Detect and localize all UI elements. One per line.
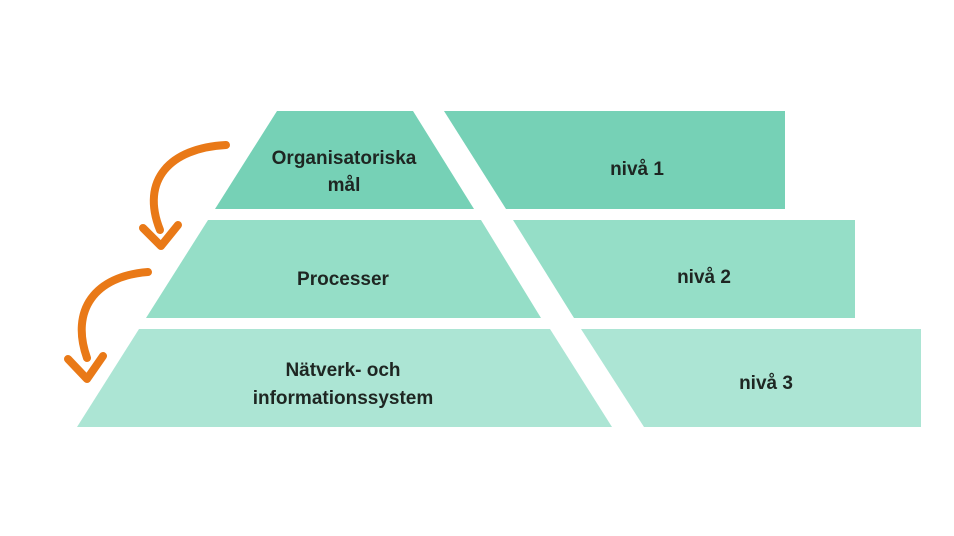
level-1: Organisatoriska mål nivå 1 bbox=[215, 111, 785, 209]
tier-1-label-line-1: Organisatoriska bbox=[272, 148, 417, 169]
level-band-2 bbox=[513, 220, 855, 318]
tier-3-label-line-1: Nätverk- och bbox=[285, 360, 400, 381]
curved-arrow-down-icon bbox=[64, 268, 152, 383]
level-band-3 bbox=[581, 329, 921, 427]
tier-1-label-line-2: mål bbox=[328, 175, 361, 196]
tier-2-label: Processer bbox=[297, 269, 390, 290]
pyramid-tier-1 bbox=[215, 111, 474, 209]
pyramid-tier-3 bbox=[77, 329, 612, 427]
pyramid-tier-2 bbox=[146, 220, 541, 318]
tier-3-label-line-2: informationssystem bbox=[253, 388, 434, 409]
level-1-label: nivå 1 bbox=[610, 159, 664, 180]
level-3: Nätverk- och informationssystem nivå 3 bbox=[77, 329, 921, 427]
curved-arrow-down-icon bbox=[139, 141, 230, 250]
level-band-1 bbox=[444, 111, 785, 209]
level-2-label: nivå 2 bbox=[677, 267, 731, 288]
level-2: Processer nivå 2 bbox=[146, 220, 855, 318]
level-3-label: nivå 3 bbox=[739, 373, 793, 394]
